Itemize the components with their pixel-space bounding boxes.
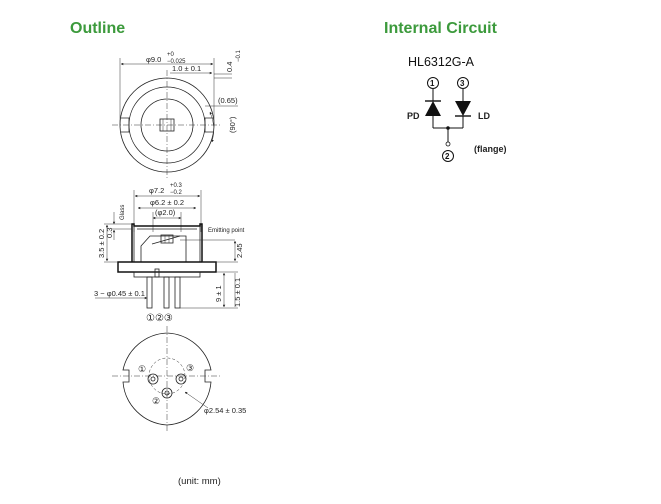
cap-dia-tol-hi: +0.3: [170, 183, 183, 189]
angle-label: (90°): [228, 116, 237, 133]
bottom-pin-2-label: ②: [152, 396, 160, 406]
emit-height-label: 2.45: [235, 243, 244, 258]
unit-label: (unit: mm): [178, 476, 221, 487]
bottom-pin-1-label: ①: [138, 364, 146, 374]
outline-title: Outline: [70, 20, 126, 37]
bottom-pin-2: [161, 387, 173, 399]
top-thick-tol: −0.1: [236, 49, 242, 62]
laser-diode-symbol: [455, 101, 471, 116]
bottom-pin-3: [175, 373, 187, 385]
height-label: 3.5 ± 0.2: [97, 229, 106, 258]
part-number: HL6312G-A: [408, 55, 475, 69]
side-view: φ7.2 +0.3 −0.2 φ6.2 ± 0.2 (φ2.0) 3.5 ± 0…: [94, 183, 245, 324]
emitting-point-label: Emitting point: [208, 228, 245, 234]
cap-dia-label: φ7.2: [149, 186, 164, 195]
pin-numbers-label: ①②③: [146, 313, 173, 324]
window-dia-label: (φ2.0): [155, 208, 176, 217]
pd-label: PD: [407, 111, 420, 121]
lead-1: [146, 276, 153, 309]
circuit-pin-1: [427, 77, 439, 89]
cap-body: [131, 223, 203, 262]
notch-width-label: 1.0 ± 0.1: [172, 64, 201, 73]
top-view: φ9.0 +0 −0.025 1.0 ± 0.1 0.4 −0.1 (0.65)…: [112, 49, 242, 180]
circuit-pin-2-label: 2: [445, 152, 450, 161]
lead-length-label: 9 ± 1: [214, 285, 223, 302]
glass-label: Glass: [120, 205, 126, 220]
circuit-pin-1-label: 1: [430, 79, 435, 88]
circuit-pin-3-label: 3: [460, 79, 465, 88]
chip-side: [160, 234, 174, 244]
lead-3: [174, 276, 181, 309]
flange-label: (flange): [474, 144, 507, 154]
flange-thick-label: 1.5 ± 0.1: [233, 278, 242, 307]
heat-sink: [140, 235, 187, 262]
top-dia-tol-hi: +0: [167, 52, 175, 58]
lead-dia-label: 3 − φ0.45 ± 0.1: [94, 289, 145, 298]
pin-circle-dia-label: φ2.54 ± 0.35: [204, 406, 246, 415]
lead-2: [163, 276, 170, 309]
photodiode-symbol: [425, 101, 441, 116]
top-dia-label: φ9.0: [146, 55, 161, 64]
circuit-pin-3: [457, 77, 469, 89]
bottom-pin-1: [147, 373, 159, 385]
flange: [117, 261, 217, 273]
glass-thick-label: 0.3: [105, 228, 114, 238]
top-dia-tol-lo: −0.025: [167, 59, 186, 65]
top-thick-label: 0.4: [225, 62, 234, 72]
bottom-pin-3-label: ③: [186, 363, 194, 373]
bottom-view: ① ③ ② φ2.54 ± 0.35: [112, 326, 246, 432]
circuit-pin-2: [442, 150, 454, 162]
glass-dia-label: φ6.2 ± 0.2: [150, 198, 184, 207]
cap-dia-tol-lo: −0.2: [170, 190, 183, 196]
internal-circuit: HL6312G-A 1 3 2 PD LD (flange): [407, 55, 507, 162]
ld-label: LD: [478, 111, 490, 121]
internal-circuit-title: Internal Circuit: [384, 20, 497, 37]
offset-label: (0.65): [218, 96, 238, 105]
